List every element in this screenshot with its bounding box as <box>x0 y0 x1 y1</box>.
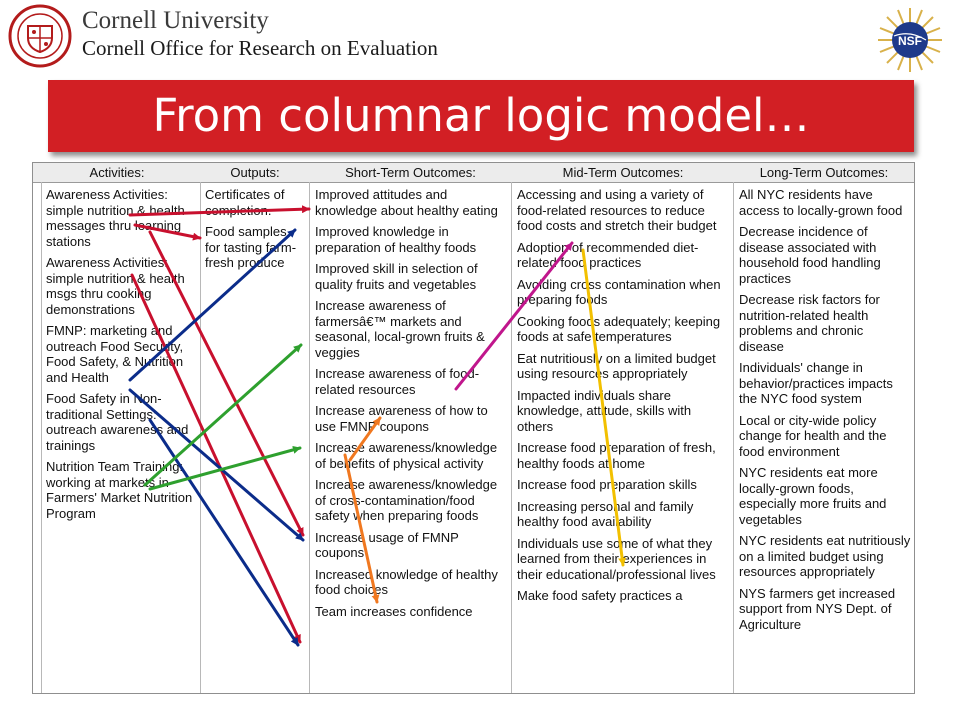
mid-term-item: Increase food preparation of fresh, heal… <box>517 440 716 471</box>
short-term-item: Improved attitudes and knowledge about h… <box>315 187 498 218</box>
nsf-logo-icon: NSF <box>878 8 942 72</box>
activity-item: Awareness Activities: simple nutrition &… <box>46 255 185 317</box>
short-term-item: Improved knowledge in preparation of hea… <box>315 224 477 255</box>
output-item: Food samples for tasting farm-fresh prod… <box>205 224 297 270</box>
mid-term-item: Impacted individuals share knowledge, at… <box>517 387 692 434</box>
short-term-item: Increase awareness of farmersâ€™ markets… <box>315 298 485 360</box>
mid-term-item: Increase food preparation skills <box>517 477 697 492</box>
header-long-term: Long-Term Outcomes: <box>759 165 889 180</box>
mid-term-item: Increasing personal and family healthy f… <box>517 498 694 530</box>
mid-term-item: Adoption of recommended diet-related foo… <box>517 239 699 271</box>
short-term-item: Increased knowledge of healthy food choi… <box>315 566 498 598</box>
activity-item: FMNP: marketing and outreach Food Securi… <box>46 323 184 385</box>
mid-term-item: Make food safety practices a <box>517 588 683 603</box>
logic-model-table: Activities: Outputs: Short-Term Outcomes… <box>32 162 915 694</box>
header-short-term: Short-Term Outcomes: <box>345 165 476 180</box>
short-term-item: Increase usage of FMNP coupons <box>315 529 459 561</box>
mid-term-item: Cooking foods adequately; keeping foods … <box>517 313 721 345</box>
long-term-item: Individuals' change in behavior/practice… <box>739 360 893 406</box>
column-divider <box>200 182 201 693</box>
nsf-logo-text: NSF <box>898 34 922 48</box>
short-term-item: Increase awareness/knowledge of benefits… <box>315 440 498 471</box>
activity-item: Food Safety in Non-traditional Settings:… <box>46 391 189 453</box>
column-divider <box>511 182 512 693</box>
cornell-seal-icon <box>8 4 72 68</box>
short-term-item: Increase awareness of food-related resou… <box>315 366 480 397</box>
activity-item: Nutrition Team Training: working at mark… <box>46 459 193 521</box>
long-term-item: Local or city-wide policy change for hea… <box>739 412 887 459</box>
long-term-item: NYS farmers get increased support from N… <box>739 585 896 632</box>
output-item: Certificates of completion. <box>205 187 285 218</box>
column-divider <box>309 182 310 693</box>
column-divider <box>733 182 734 693</box>
title-banner: From columnar logic model… <box>48 80 914 152</box>
column-divider <box>41 182 42 693</box>
header-outputs: Outputs: <box>230 165 280 180</box>
short-term-item: Increase awareness/knowledge of cross-co… <box>315 477 498 523</box>
long-term-item: All NYC residents have access to locally… <box>739 187 903 218</box>
long-term-item: Decrease incidence of disease associated… <box>739 224 881 286</box>
long-term-item: Decrease risk factors for nutrition-rela… <box>739 292 880 354</box>
header-mid-term: Mid-Term Outcomes: <box>562 165 684 180</box>
activities-column: Awareness Activities: simple nutrition &… <box>46 187 194 527</box>
mid-term-item: Avoiding cross contamination when prepar… <box>517 276 721 308</box>
table-header: Activities: Outputs: Short-Term Outcomes… <box>33 163 914 183</box>
office-name: Cornell Office for Research on Evaluatio… <box>82 36 438 60</box>
long-term-item: NYC residents eat more locally-grown foo… <box>739 465 887 527</box>
university-name: Cornell University <box>82 7 269 34</box>
short-term-column: Improved attitudes and knowledge about h… <box>315 187 507 625</box>
short-term-item: Increase awareness of how to use FMNP co… <box>315 403 488 434</box>
header-activities: Activities: <box>89 165 145 180</box>
mid-term-item: Individuals use some of what they learne… <box>517 535 716 582</box>
long-term-column: All NYC residents have access to locally… <box>739 187 911 638</box>
short-term-item: Team increases confidence <box>315 603 473 619</box>
mid-term-item: Accessing and using a variety of food-re… <box>517 187 717 233</box>
mid-term-column: Accessing and using a variety of food-re… <box>517 187 729 610</box>
slide-title: From columnar logic model… <box>152 89 810 142</box>
short-term-item: Improved skill in selection of quality f… <box>315 261 478 292</box>
mid-term-item: Eat nutritiously on a limited budget usi… <box>517 350 716 382</box>
header: Cornell University Cornell Office for Re… <box>0 0 960 72</box>
long-term-item: NYC residents eat nutritiously on a limi… <box>739 533 911 579</box>
outputs-column: Certificates of completion. Food samples… <box>205 187 305 277</box>
activity-item: Awareness Activities: simple nutrition &… <box>46 187 185 249</box>
